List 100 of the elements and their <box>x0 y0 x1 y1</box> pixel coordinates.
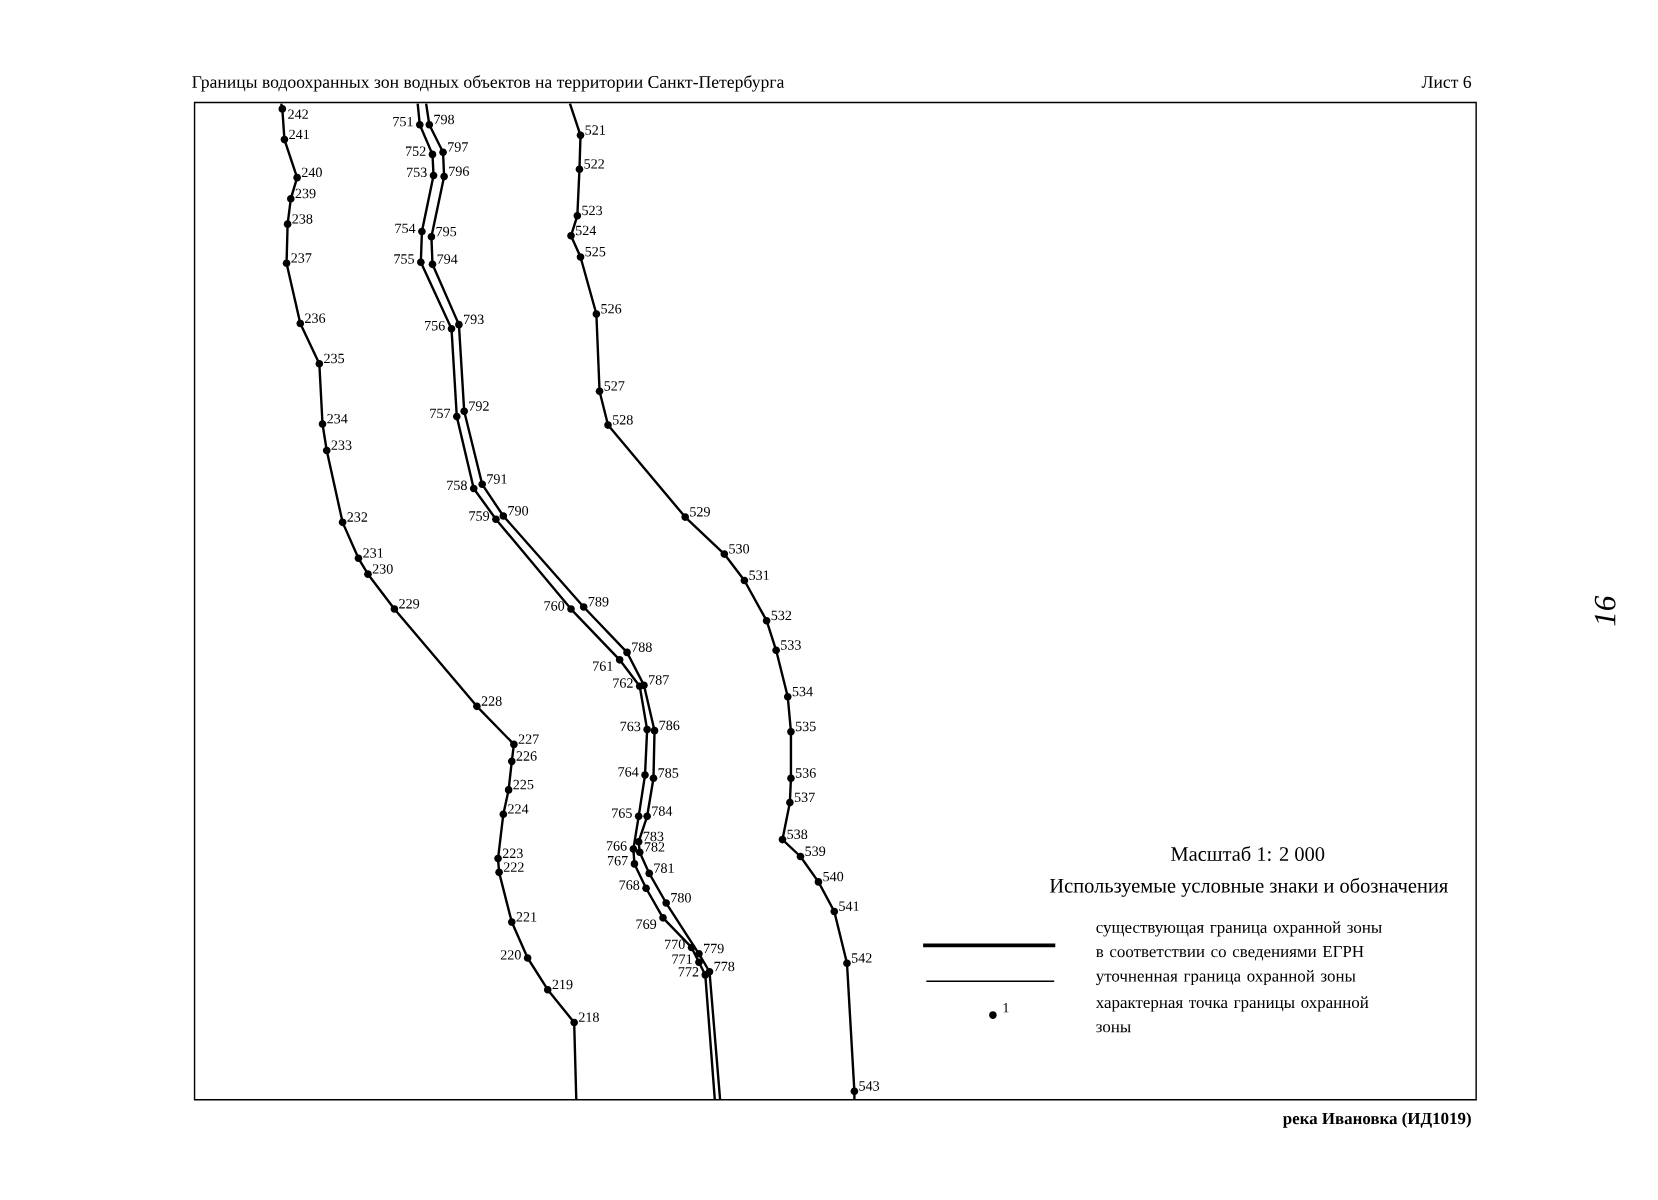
point-number: 223 <box>502 848 523 858</box>
legend-text: характерная точка границы охранной зоны <box>1095 996 1369 1033</box>
point-number: 752 <box>406 146 426 156</box>
point-number: 755 <box>394 254 415 264</box>
point-number: 793 <box>464 314 484 324</box>
point-number: 765 <box>612 808 632 818</box>
point-number: 235 <box>324 353 345 364</box>
point-number: 236 <box>305 313 326 323</box>
point-number: 797 <box>448 142 468 152</box>
point-number: 525 <box>585 246 606 257</box>
point-number: 230 <box>372 564 393 574</box>
point-number: 521 <box>585 125 605 135</box>
point-number: 535 <box>795 721 816 732</box>
sheet-number: Лист 6 <box>1421 76 1472 88</box>
point-number: 541 <box>839 901 859 911</box>
point-number: 229 <box>399 599 420 609</box>
header-title: Границы водоохранных зон водных объектов на территории Санкт-Петербурга <box>192 75 785 92</box>
point-number: 526 <box>601 303 622 314</box>
point-number: 754 <box>395 223 416 234</box>
point-number: 779 <box>704 943 724 954</box>
point-number: 221 <box>516 912 537 922</box>
point-number: 753 <box>407 167 427 178</box>
point-number: 536 <box>795 768 816 778</box>
point-number: 529 <box>690 507 710 517</box>
point-number: 785 <box>658 768 679 778</box>
point-number: 771 <box>672 954 692 964</box>
point-number: 770 <box>665 939 685 949</box>
point-number: 772 <box>678 967 699 977</box>
point-number: 762 <box>613 678 633 688</box>
point-number: 543 <box>859 1081 880 1091</box>
point-number: 533 <box>781 640 801 650</box>
point-number: 778 <box>714 961 735 972</box>
point-number: 231 <box>363 548 383 558</box>
point-number: 761 <box>593 661 613 671</box>
point-number: 540 <box>823 871 844 882</box>
point-number: 220 <box>500 950 521 960</box>
point-number: 539 <box>805 846 826 856</box>
point-number: 787 <box>649 675 669 685</box>
point-number: 523 <box>582 205 603 216</box>
point-number: 531 <box>749 570 769 580</box>
point-number: 524 <box>576 225 597 236</box>
point-number: 788 <box>632 642 652 652</box>
point-number: 522 <box>584 159 604 169</box>
point-number: 228 <box>481 696 502 706</box>
point-number: 790 <box>508 505 529 516</box>
point-number: 751 <box>393 116 413 127</box>
point-number: 764 <box>618 767 639 777</box>
point-number: 242 <box>288 109 308 119</box>
point-number: 781 <box>654 863 674 873</box>
point-number: 232 <box>347 512 368 522</box>
point-number: 240 <box>301 167 322 178</box>
point-number: 758 <box>447 480 467 491</box>
point-number: 227 <box>518 734 539 744</box>
point-number: 767 <box>607 855 628 866</box>
point-number: 792 <box>469 401 489 411</box>
point-number: 766 <box>606 841 627 851</box>
point-number: 222 <box>503 862 524 872</box>
point-number: 768 <box>619 880 640 890</box>
point-number: 233 <box>331 440 352 450</box>
point-number: 1 <box>1003 1003 1009 1013</box>
point-number: 226 <box>516 751 537 761</box>
point-number: 527 <box>604 381 625 391</box>
point-number: 534 <box>792 686 813 697</box>
point-number: 218 <box>578 1012 599 1022</box>
point-number: 796 <box>449 166 469 176</box>
point-number: 789 <box>588 596 609 607</box>
scale-text: Масштаб 1: 2 000 <box>1171 846 1325 861</box>
point-number: 782 <box>644 842 665 852</box>
point-number: 532 <box>771 610 792 621</box>
legend-text: уточненная граница охранной зоны <box>1095 969 1356 986</box>
point-number: 769 <box>636 919 657 929</box>
point-number: 760 <box>544 601 565 611</box>
point-number: 763 <box>620 721 641 732</box>
point-number: 794 <box>437 254 458 264</box>
point-number: 783 <box>643 831 664 842</box>
point-number: 225 <box>513 779 534 790</box>
legend-heading: Используемые условные знаки и обозначения <box>1049 877 1448 897</box>
point-number: 234 <box>327 413 348 424</box>
point-number: 759 <box>469 511 490 521</box>
point-number: 528 <box>613 414 633 425</box>
point-number: 791 <box>487 474 507 484</box>
point-number: 237 <box>291 253 312 263</box>
point-number: 798 <box>434 114 455 125</box>
point-number: 239 <box>295 188 316 199</box>
point-number: 784 <box>652 806 673 816</box>
point-number: 224 <box>508 804 529 814</box>
point-number: 542 <box>851 953 872 963</box>
point-number: 756 <box>425 320 445 331</box>
point-number: 757 <box>430 408 451 419</box>
point-number: 786 <box>659 720 680 731</box>
point-number: 241 <box>289 129 309 139</box>
point-number: 780 <box>671 892 691 903</box>
point-number: 219 <box>552 979 573 990</box>
point-number: 238 <box>292 214 313 224</box>
handwritten-number: 16 <box>1594 595 1616 626</box>
river-name: река Ивановка (ИД1019) <box>1283 1112 1471 1128</box>
point-number: 530 <box>729 544 750 554</box>
point-number: 795 <box>436 226 457 237</box>
point-number: 537 <box>794 792 815 802</box>
point-number: 538 <box>787 829 808 839</box>
